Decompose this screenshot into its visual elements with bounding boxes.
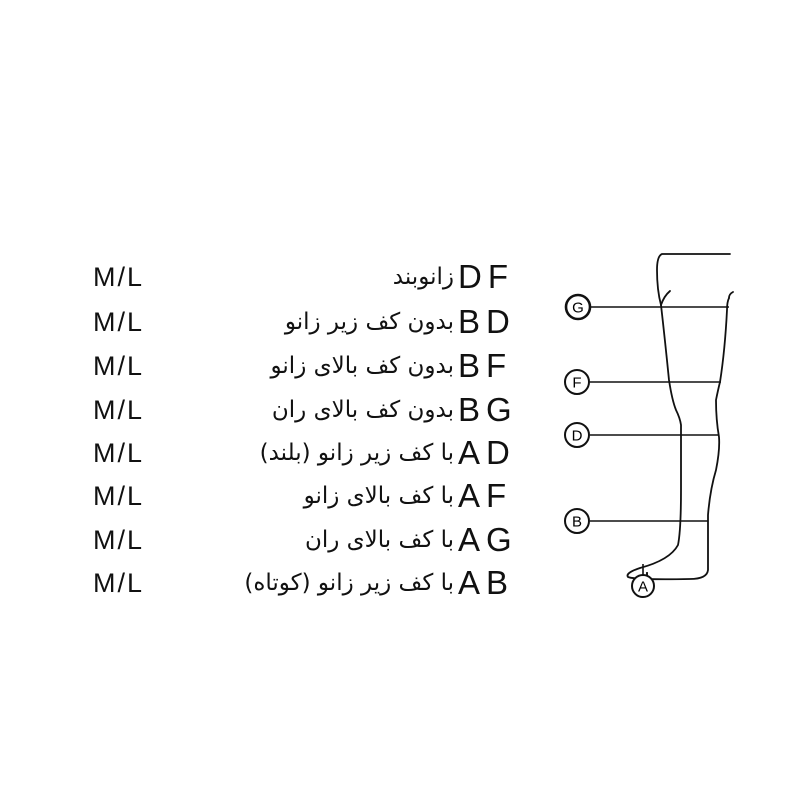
- table-row: M/L با کف زیر زانو (کوتاه) AB: [0, 561, 540, 605]
- table-row: M/L با کف بالای زانو AF: [0, 474, 540, 518]
- table-row: M/L زانوبند DF: [0, 255, 540, 299]
- marker-label: D: [572, 428, 583, 445]
- measurement-lines: [590, 306, 729, 578]
- product-description: با کف بالای ران: [304, 527, 454, 553]
- table-row: M/L با کف بالای ران AG: [0, 518, 540, 562]
- product-description: زانوبند: [392, 264, 454, 290]
- marker-b: B: [564, 508, 590, 534]
- size-label: M/L: [93, 351, 145, 381]
- product-code: AB: [458, 564, 515, 601]
- marker-f: F: [564, 369, 590, 395]
- product-code: DF: [458, 258, 514, 295]
- size-label: M/L: [93, 307, 145, 337]
- product-code: AG: [458, 521, 518, 558]
- marker-label: A: [638, 579, 648, 596]
- table-row: M/L با کف زیر زانو (بلند) AD: [0, 431, 540, 475]
- size-label: M/L: [93, 395, 145, 425]
- product-code: BD: [458, 303, 516, 340]
- table-row: M/L بدون کف زیر زانو BD: [0, 300, 540, 344]
- product-description: بدون کف بالای زانو: [270, 353, 454, 379]
- product-description: با کف بالای زانو: [303, 483, 454, 509]
- product-code: AD: [458, 434, 516, 471]
- product-description: با کف زیر زانو (بلند): [259, 440, 454, 466]
- table-row: M/L بدون کف بالای زانو BF: [0, 344, 540, 388]
- size-label: M/L: [93, 481, 145, 511]
- size-label: M/L: [93, 262, 145, 292]
- marker-a: A: [631, 564, 655, 598]
- size-label: M/L: [93, 568, 145, 598]
- marker-label: F: [572, 375, 581, 392]
- table-row: M/L بدون کف بالای ران BG: [0, 388, 540, 432]
- product-code: BF: [458, 347, 513, 384]
- marker-d: D: [564, 422, 590, 448]
- leg-outline-icon: [626, 253, 734, 581]
- marker-label: B: [572, 514, 582, 531]
- product-description: بدون کف زیر زانو: [284, 309, 454, 335]
- size-label: M/L: [93, 525, 145, 555]
- marker-g: G: [564, 293, 592, 321]
- product-code: AF: [458, 477, 513, 514]
- marker-label: G: [572, 300, 584, 317]
- product-description: بدون کف بالای ران: [271, 397, 454, 423]
- product-code: BG: [458, 391, 518, 428]
- size-label: M/L: [93, 438, 145, 468]
- product-description: با کف زیر زانو (کوتاه): [244, 570, 454, 596]
